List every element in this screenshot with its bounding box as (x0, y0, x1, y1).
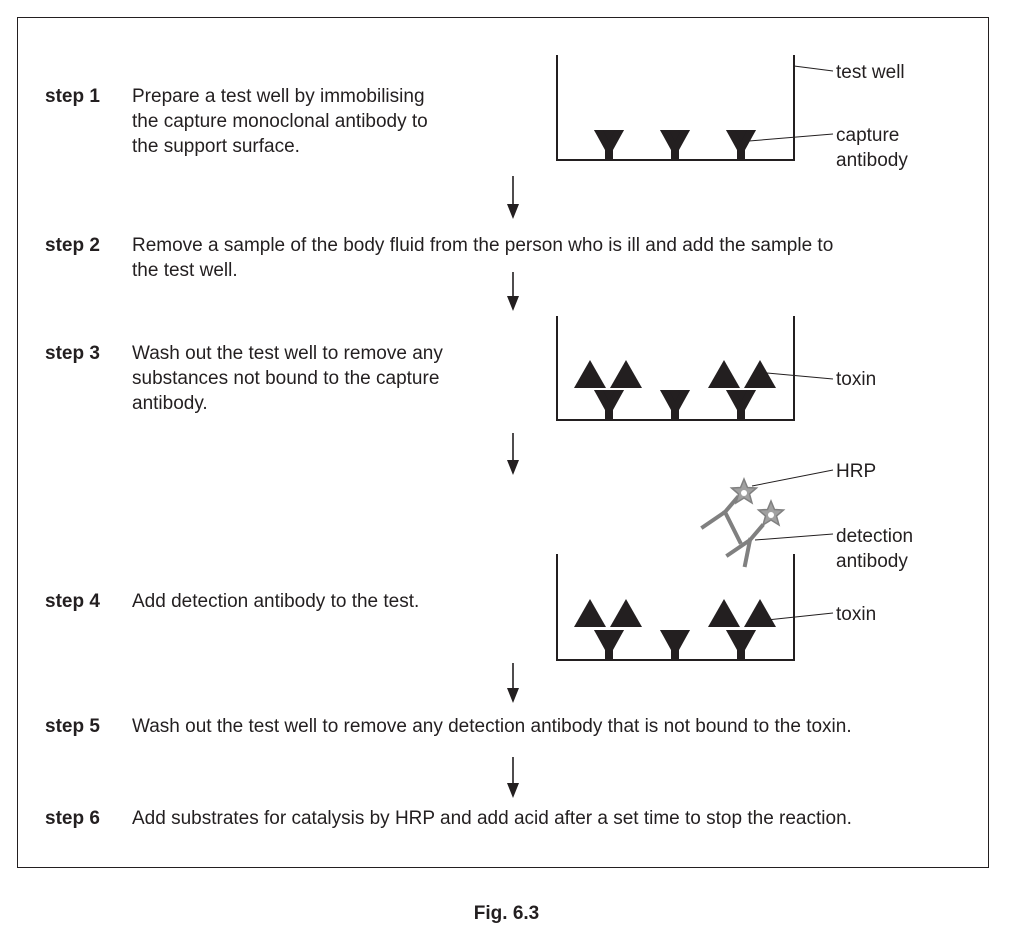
step-3-text: Wash out the test well to remove any sub… (132, 343, 443, 414)
step-6-text: Add substrates for catalysis by HRP and … (132, 808, 852, 829)
capture-antibody-2 (660, 130, 690, 160)
toxin-8 (744, 599, 776, 627)
detection-antibodies: HRP detection antibody (700, 461, 913, 572)
toxin-label-step-3: toxin (836, 369, 876, 390)
arrow-5 (507, 757, 519, 798)
toxin-2 (610, 360, 642, 388)
toxin-6 (610, 599, 642, 627)
step-5-label: step 5 (45, 716, 100, 737)
arrow-4 (507, 663, 519, 703)
toxin-3 (708, 360, 740, 388)
test-well-label: test well (836, 62, 905, 83)
step-1-text: Prepare a test well by immobilising the … (132, 86, 428, 157)
step-4-text: Add detection antibody to the test. (132, 591, 420, 612)
capture-antibody-unbound-2 (660, 630, 690, 660)
capture-antibody-3 (726, 130, 756, 160)
capture-antibody-1 (594, 130, 624, 160)
toxin-4 (744, 360, 776, 388)
arrow-2 (507, 272, 519, 311)
toxin-5 (574, 599, 606, 627)
capture-antibody-bound-1 (594, 390, 624, 420)
step-6-label: step 6 (45, 808, 100, 829)
step-2-label: step 2 (45, 235, 100, 256)
capture-antibody-bound-4 (726, 630, 756, 660)
step-3-label: step 3 (45, 343, 100, 364)
test-well-step-1: test well capture antibody (556, 55, 908, 171)
step-5-text: Wash out the test well to remove any det… (132, 716, 852, 737)
step-1-label: step 1 (45, 86, 100, 107)
detection-antibody-label-line1: detection (836, 526, 913, 547)
capture-antibody-label-line1: capture (836, 125, 899, 146)
step-4-label: step 4 (45, 591, 100, 612)
test-well-step-4: toxin (556, 554, 876, 661)
arrow-3 (507, 433, 519, 475)
figure-caption: Fig. 6.3 (473, 903, 540, 924)
capture-antibody-bound-2 (726, 390, 756, 420)
toxin-7 (708, 599, 740, 627)
toxin-1 (574, 360, 606, 388)
capture-antibody-bound-3 (594, 630, 624, 660)
detection-antibody-label-line2: antibody (836, 551, 908, 572)
capture-antibody-unbound (660, 390, 690, 420)
capture-antibody-label-line2: antibody (836, 150, 908, 171)
diagram-frame (17, 17, 989, 868)
hrp-label: HRP (836, 461, 876, 482)
test-well-step-3: toxin (556, 316, 876, 421)
step-2-text: Remove a sample of the body fluid from t… (132, 235, 834, 281)
toxin-label-step-4: toxin (836, 604, 876, 625)
arrow-1 (507, 176, 519, 219)
